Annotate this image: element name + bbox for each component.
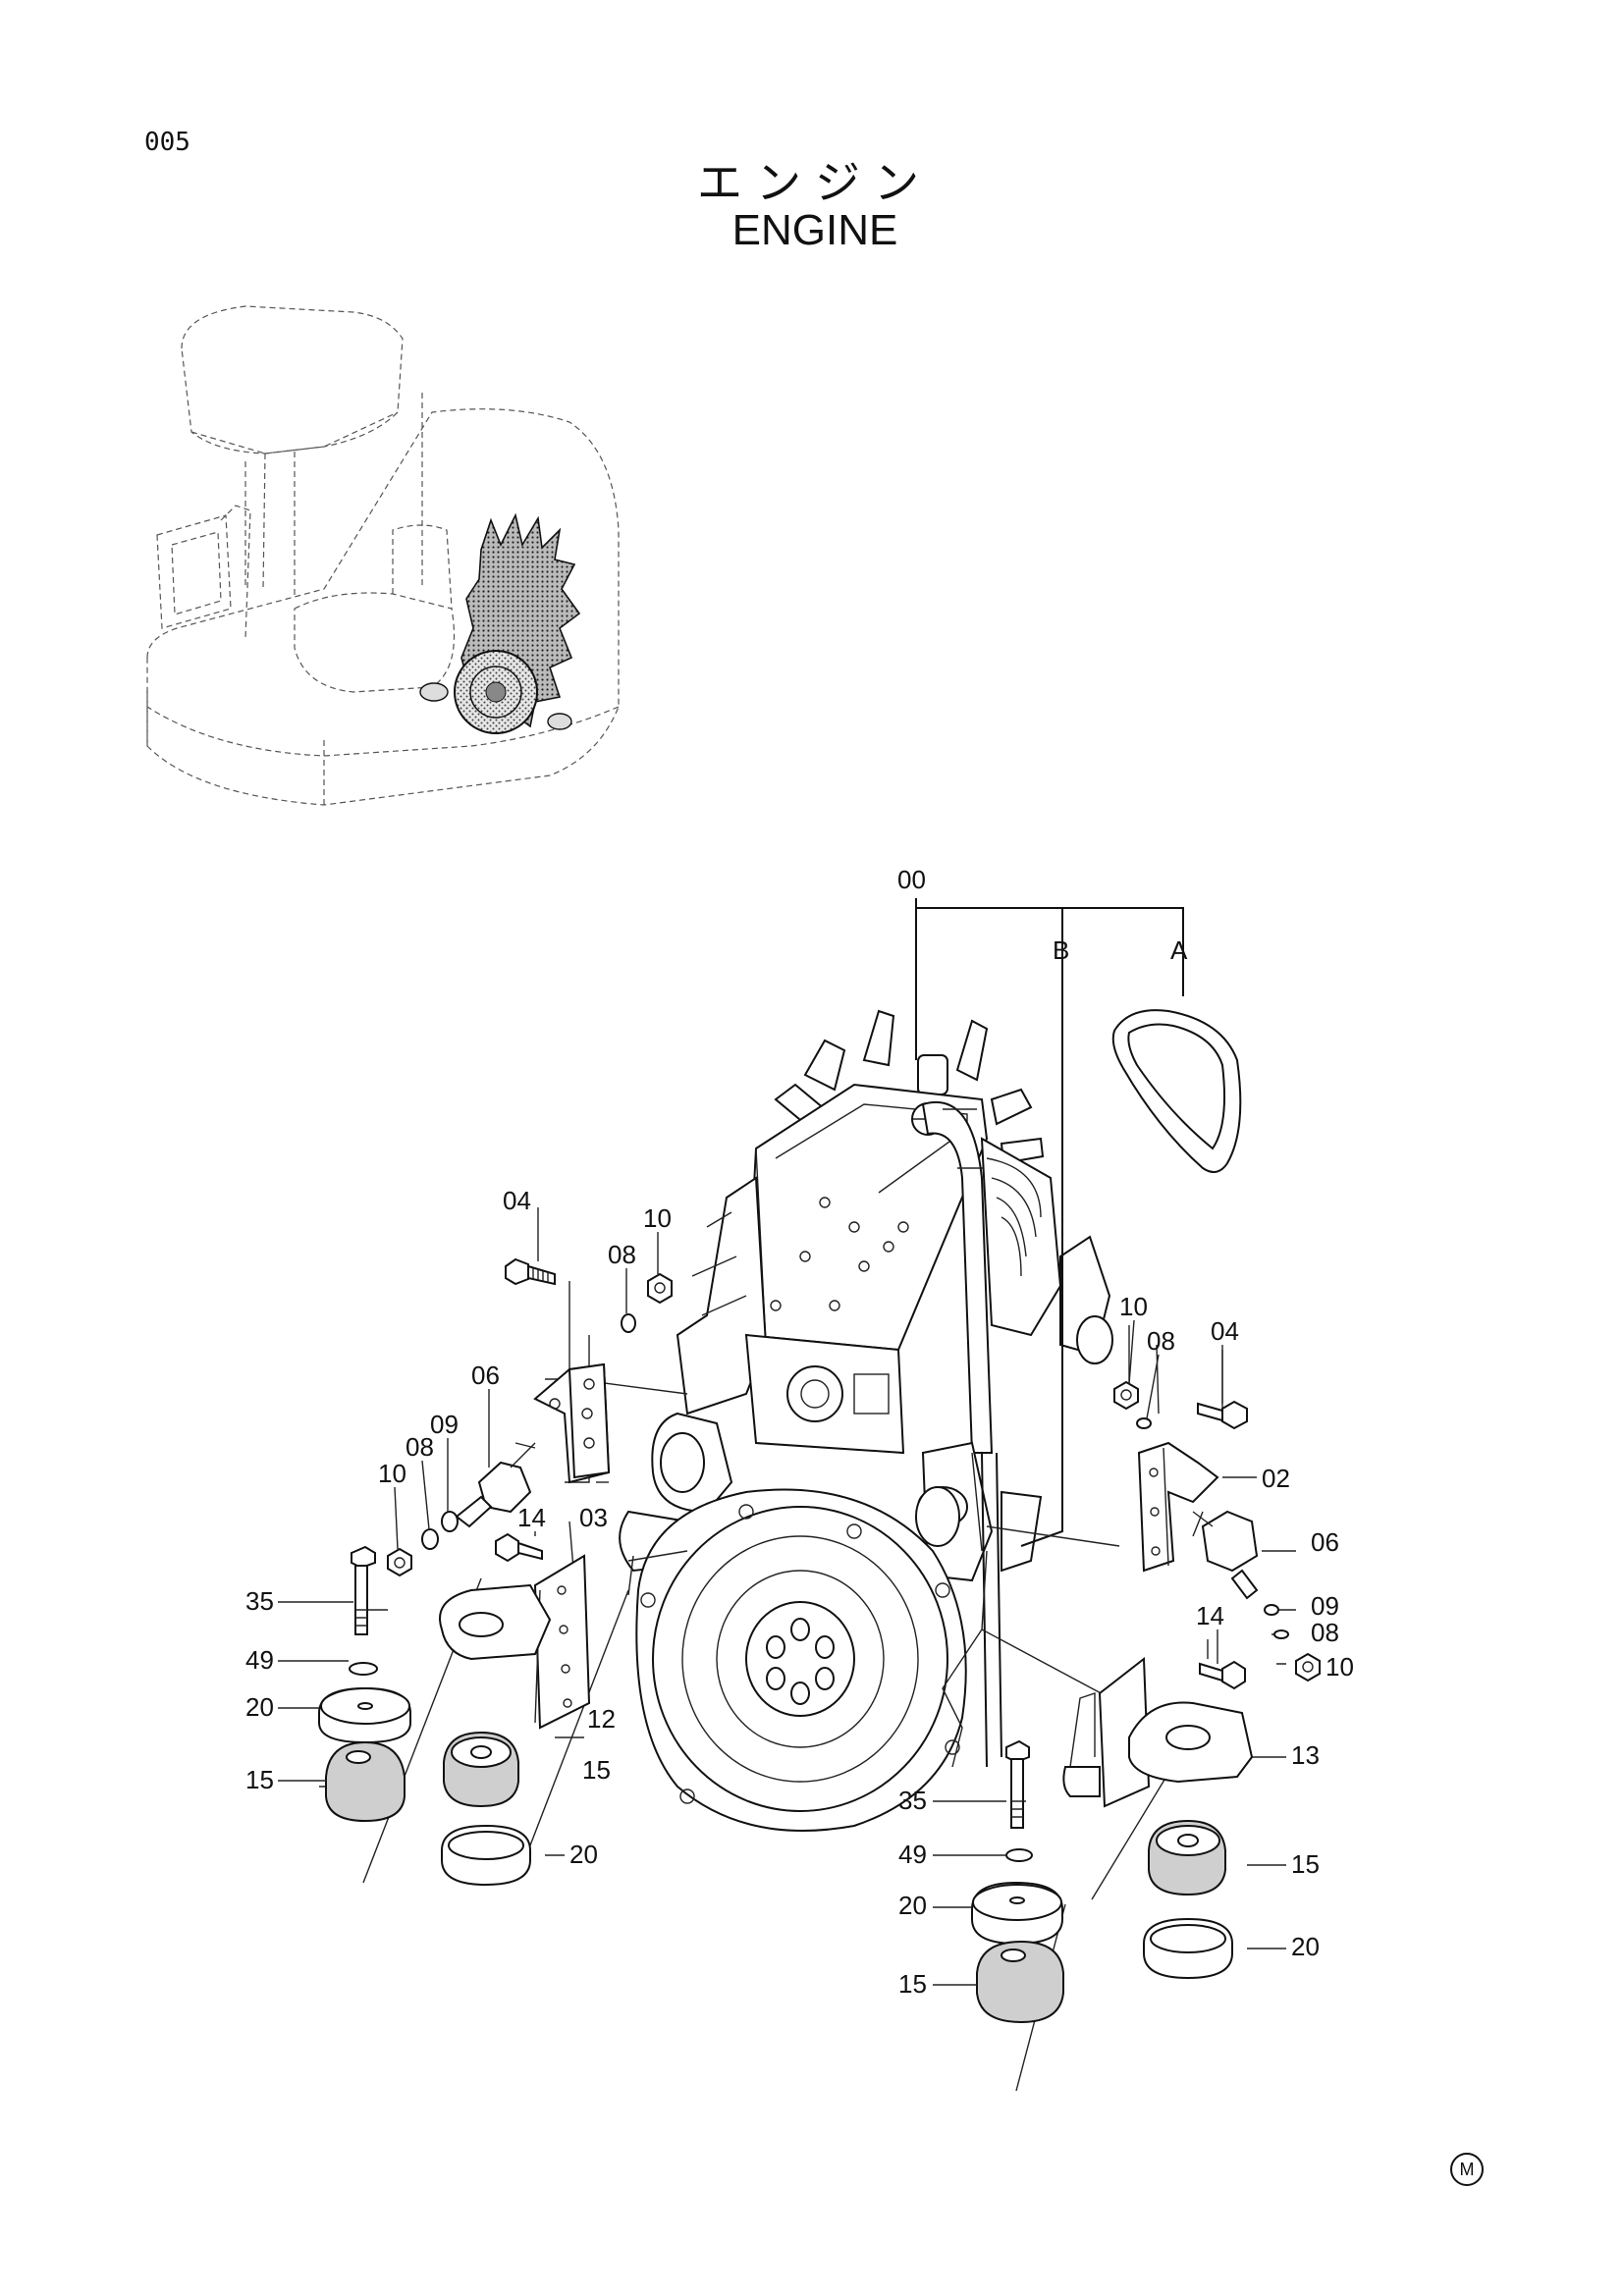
callout-09-right: 09 — [1311, 1591, 1339, 1621]
callout-20-right: 20 — [898, 1891, 927, 1920]
callout-35-left: 35 — [245, 1586, 274, 1616]
callout-04-right: 04 — [1211, 1316, 1239, 1346]
leader-lines — [319, 898, 1296, 2092]
callout-03: 03 — [579, 1503, 608, 1532]
callout-00: 00 — [897, 865, 926, 894]
callout-10-right: 10 — [1325, 1652, 1354, 1682]
footer-mark: M — [1450, 2153, 1484, 2186]
cooling-fan — [774, 1009, 1045, 1207]
callout-02: 02 — [1262, 1464, 1290, 1493]
callout-15-left: 15 — [245, 1765, 274, 1794]
callout-20-center: 20 — [569, 1840, 598, 1869]
page-title-japanese: エンジン — [697, 156, 933, 209]
callout-04-left: 04 — [503, 1186, 531, 1215]
callout-08-left-top: 08 — [608, 1240, 636, 1269]
callout-20-far-right: 20 — [1291, 1932, 1320, 1961]
callout-14-left: 14 — [517, 1503, 546, 1532]
flywheel-housing — [635, 1488, 967, 1832]
callout-10-right-top: 10 — [1119, 1292, 1148, 1321]
fan-belt — [1111, 1009, 1242, 1173]
engine-location-highlight — [419, 512, 581, 734]
callout-15-center: 15 — [582, 1755, 611, 1785]
right-engine-mount — [971, 1380, 1321, 2024]
callout-06-left: 06 — [471, 1361, 500, 1390]
callout-08-right-top: 08 — [1147, 1326, 1175, 1356]
left-engine-mount — [318, 1257, 673, 1887]
callout-10-left: 10 — [378, 1459, 406, 1488]
machine-overview-sketch — [146, 305, 620, 806]
callout-06-right: 06 — [1311, 1527, 1339, 1557]
callout-35-right: 35 — [898, 1786, 927, 1815]
callout-A: A — [1170, 935, 1188, 965]
valve-cover-bolts — [770, 1197, 909, 1311]
callout-20-left: 20 — [245, 1692, 274, 1722]
callout-49-left: 49 — [245, 1645, 274, 1675]
callout-14-right: 14 — [1196, 1601, 1224, 1630]
engine-assembly — [619, 1009, 1113, 1832]
callout-15-right: 15 — [1291, 1849, 1320, 1879]
callout-B: B — [1053, 935, 1069, 965]
callout-10-left-top: 10 — [643, 1203, 672, 1233]
callout-08-right: 08 — [1311, 1618, 1339, 1647]
callout-12: 12 — [587, 1704, 616, 1734]
page-title: ENGINE — [731, 206, 898, 254]
page-number: 005 — [144, 128, 190, 157]
bolt-04-left — [505, 1257, 556, 1286]
callout-08-left: 08 — [406, 1432, 434, 1462]
callout-labels: 00 B A 04 10 08 06 09 08 10 03 14 35 49 … — [245, 865, 1354, 1999]
callout-09-left: 09 — [430, 1410, 459, 1439]
callout-13: 13 — [1291, 1740, 1320, 1770]
callout-15-bottom: 15 — [898, 1969, 927, 1999]
callout-49-right: 49 — [898, 1840, 927, 1869]
label-leader-stubs — [278, 1207, 1223, 1986]
